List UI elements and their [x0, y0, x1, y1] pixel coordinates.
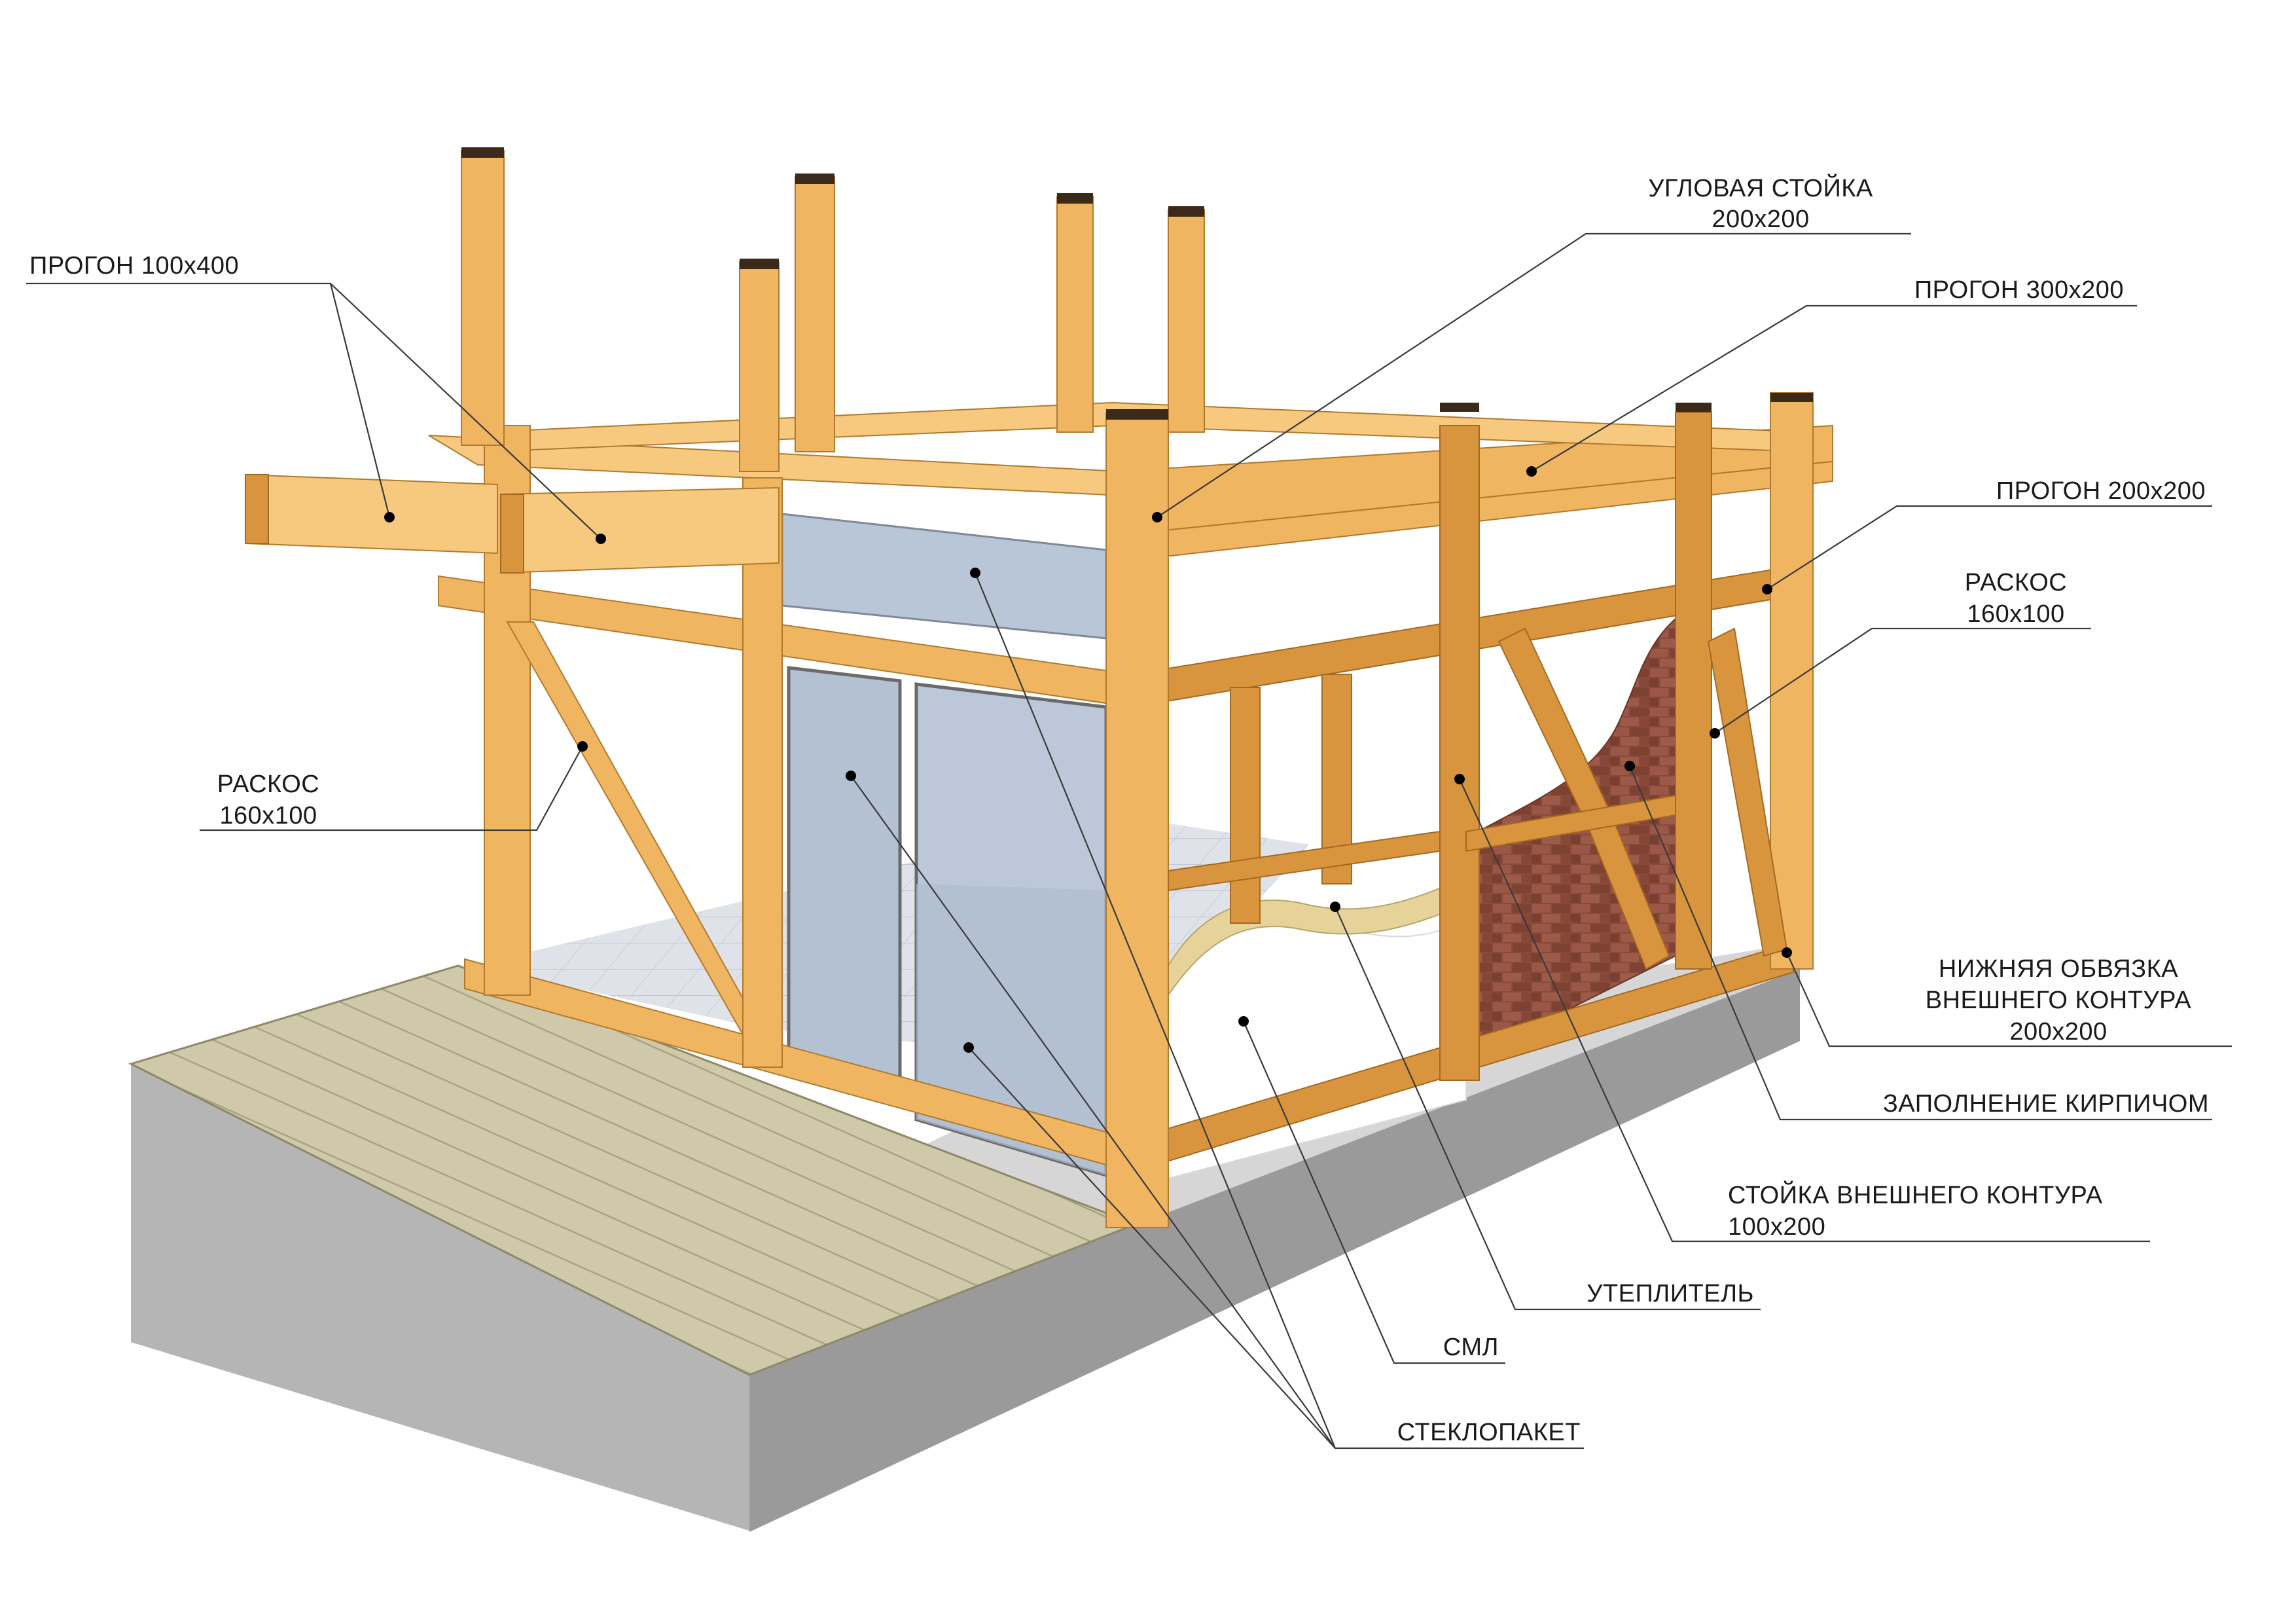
glazing-panel-upper: [781, 513, 1107, 640]
label-corner-post-line2: 200х200: [1712, 206, 1809, 233]
purlin-100x400-b: [500, 486, 780, 574]
leader-brace-right: [1714, 627, 2091, 734]
dot-sill: [1782, 947, 1792, 958]
timber-frame: [245, 147, 1833, 1228]
dot-purlin-100x400-b: [596, 534, 606, 544]
rail-mid-front-right: [1168, 830, 1441, 892]
rafter-4: [1056, 196, 1094, 433]
rail-mid-right: [1465, 794, 1676, 852]
label-outer-post-line2: 100х200: [1728, 1213, 1825, 1241]
label-sill-line3: 200х200: [2009, 1018, 2107, 1046]
dot-brick: [1624, 761, 1635, 771]
dot-brace-right: [1710, 728, 1720, 739]
dot-purlin-300x200: [1526, 466, 1537, 477]
dot-outer-post: [1454, 774, 1465, 784]
label-sill-line2: ВНЕШНЕГО КОНТУРА: [1926, 987, 2192, 1014]
leader-outer-post: [1459, 778, 2150, 1243]
corner-post: [1105, 412, 1169, 1228]
label-brace-right-line2: 160х100: [1967, 600, 2064, 628]
label-sill-line1: НИЖНЯЯ ОБВЯЗКА: [1939, 955, 2178, 983]
label-outer-post-line1: СТОЙКА ВНЕШНЕГО КОНТУРА: [1728, 1180, 2103, 1209]
label-insulation: УТЕПЛИТЕЛЬ: [1587, 1280, 1754, 1307]
post-cap-right-3: [1770, 393, 1813, 402]
label-brace-left-line1: РАСКОС: [217, 771, 319, 798]
rafter-1: [461, 150, 505, 446]
right-mid-post-1: [1439, 425, 1480, 1081]
rafter-5: [1168, 209, 1205, 433]
dot-insulation: [1238, 1016, 1249, 1027]
leader-sill: [1785, 952, 2232, 1048]
dot-glazing-panel: [963, 1042, 974, 1053]
label-brace-left-line2: 160х100: [219, 802, 317, 830]
leader-corner-post: [1157, 232, 1911, 518]
dot-sml: [1330, 902, 1340, 912]
label-sml: СМЛ: [1443, 1334, 1499, 1361]
leader-sml: [1242, 1021, 1505, 1364]
dot-glazing-door: [846, 771, 856, 781]
leader-glazing-3: [968, 1047, 1336, 1449]
glazing-panel-door: [787, 666, 902, 1106]
rafter-end-3: [740, 259, 779, 269]
rafter-end-5: [1168, 206, 1204, 217]
foundation-front-face: [131, 1064, 749, 1531]
rafter-end-1: [461, 147, 504, 158]
rafter-end-2: [795, 173, 834, 184]
brace-left: [506, 621, 744, 1037]
purlin-100x400-b-end: [500, 494, 524, 574]
callout-dots: [384, 466, 1792, 1053]
leader-insulation: [1334, 906, 1761, 1311]
rafter-3: [739, 261, 780, 472]
label-glazing: СТЕКЛОПАКЕТ: [1397, 1419, 1581, 1446]
rafter-end-4: [1057, 193, 1093, 204]
front-mid-post: [742, 477, 783, 1068]
dot-brace-left: [577, 741, 588, 752]
leader-glazing-2: [850, 775, 1336, 1449]
post-cap-right-1: [1440, 403, 1479, 412]
leader-lines: [26, 232, 2232, 1450]
post-cap-right-2: [1676, 403, 1712, 412]
leader-purlin-200x200: [1767, 505, 2212, 590]
leader-purlin-100x400-2: [330, 283, 601, 539]
leader-brick: [1628, 765, 2212, 1121]
foundation-side-face: [749, 969, 1800, 1532]
label-brace-right-line1: РАСКОС: [1965, 569, 2067, 596]
label-brick-infill: ЗАПОЛНЕНИЕ КИРПИЧОМ: [1883, 1090, 2209, 1118]
purlin-100x400-a-end: [245, 474, 269, 544]
dot-purlin-200x200: [1762, 584, 1772, 594]
leader-brace-left: [200, 746, 583, 831]
dot-purlin-100x400-a: [384, 512, 395, 522]
right-far-post: [1770, 392, 1814, 970]
label-purlin-300x200: ПРОГОН 300х200: [1914, 276, 2124, 304]
brick-infill: [1465, 617, 1676, 1062]
dot-glazing-upper: [970, 568, 980, 578]
label-purlin-100x400: ПРОГОН 100х400: [29, 252, 239, 280]
callout-labels: ПРОГОН 100х400 УГЛОВАЯ СТОЙКА 200х200 ПР…: [29, 173, 2209, 1446]
dot-corner-post: [1152, 512, 1162, 522]
label-corner-post-line1: УГЛОВАЯ СТОЙКА: [1648, 173, 1873, 202]
right-mid-post-2: [1675, 412, 1712, 970]
interior-post-1: [1230, 687, 1261, 924]
label-purlin-200x200: ПРОГОН 200х200: [1996, 477, 2206, 505]
post-cap-corner: [1106, 409, 1168, 420]
purlin-100x400-a: [245, 473, 498, 555]
rafter-2: [795, 176, 835, 452]
leader-purlin-300x200: [1531, 304, 2137, 472]
